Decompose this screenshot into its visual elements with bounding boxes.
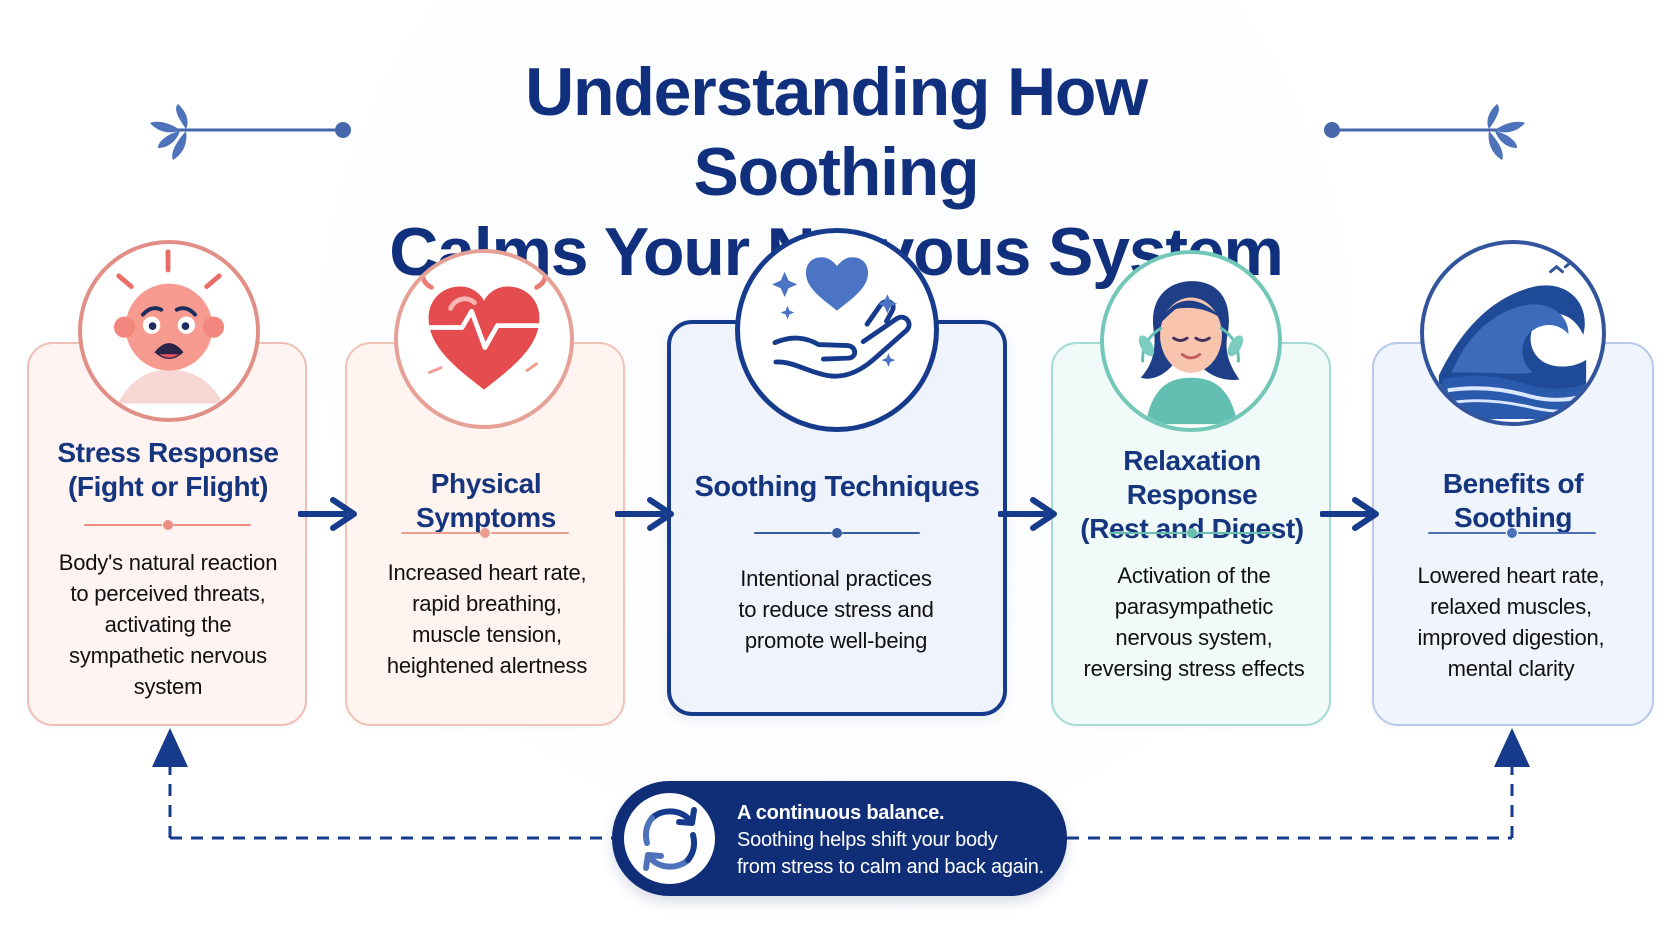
left-leaf-ornament-icon [150, 104, 351, 160]
soothing-techniques-description: Intentional practices to reduce stress a… [738, 566, 934, 653]
right-leaf-ornament-icon [1324, 104, 1525, 160]
benefits-description: Lowered heart rate, relaxed muscles, imp… [1417, 563, 1605, 681]
soothing-divider [754, 527, 920, 539]
benefits-title: Benefits of Soothing [1442, 468, 1584, 533]
relaxation-response-description: Activation of the parasympathetic nervou… [1083, 563, 1305, 681]
stress-divider [84, 519, 251, 531]
stress-response-description: Body's natural reaction to perceived thr… [58, 550, 278, 699]
hand-heart-icon [735, 228, 939, 432]
relaxation-response-title: Relaxation Response (Rest and Digest) [1080, 445, 1304, 544]
right-arrow-icon [298, 497, 357, 531]
benefits-divider [1428, 527, 1596, 539]
right-arrow-icon [998, 497, 1057, 531]
symptoms-divider [401, 527, 569, 539]
stressed-face-icon [78, 240, 260, 422]
continuous-balance-text: A continuous balance. Soothing helps shi… [737, 800, 1059, 881]
continuous-balance-heading: A continuous balance. [737, 802, 945, 824]
physical-symptoms-description: Increased heart rate, rapid breathing, m… [386, 560, 588, 678]
continuous-balance-line-1: Soothing helps shift your body [737, 829, 998, 851]
stress-response-title: Stress Response (Fight or Flight) [57, 437, 279, 502]
right-arrow-icon [1320, 497, 1379, 531]
right-arrow-icon [615, 497, 674, 531]
heartbeat-heart-icon [394, 249, 574, 429]
cycle-arrows-icon [624, 793, 715, 884]
page-title-line-1: Understanding How Soothing [525, 54, 1148, 210]
relaxation-divider [1109, 527, 1275, 539]
physical-symptoms-title: Physical Symptoms [416, 468, 556, 533]
continuous-balance-note: A continuous balance. Soothing helps shi… [612, 781, 1067, 896]
calm-person-icon [1100, 250, 1282, 432]
continuous-balance-line-2: from stress to calm and back again. [737, 856, 1044, 878]
soothing-techniques-title: Soothing Techniques [694, 471, 980, 503]
ocean-wave-icon [1420, 240, 1606, 426]
